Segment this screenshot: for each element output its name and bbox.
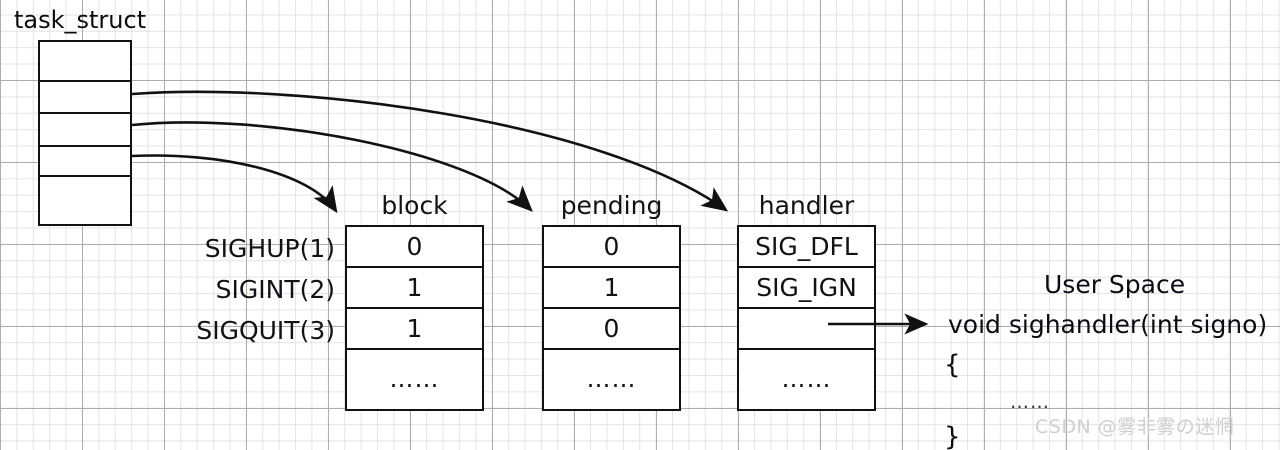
code-brace-open: { xyxy=(944,350,961,380)
pending-cell-1: 0 xyxy=(544,227,679,268)
signal-label-column: SIGHUP(1) SIGINT(2) SIGQUIT(3) xyxy=(120,228,335,351)
task-struct-box xyxy=(38,40,132,226)
handler-cell-ellipsis: …… xyxy=(781,365,832,393)
pending-cell-3: 0 xyxy=(544,309,679,350)
signal-label-sigquit: SIGQUIT(3) xyxy=(196,316,335,345)
table-header-handler: handler xyxy=(758,191,855,220)
pending-table: 0 1 0 …… xyxy=(542,225,681,411)
sighandler-signature: void sighandler(int signo) xyxy=(948,310,1268,339)
handler-cell-1: SIG_DFL xyxy=(739,227,874,268)
code-brace-close: } xyxy=(944,422,961,450)
pending-cell-2: 1 xyxy=(544,268,679,309)
pending-cell-ellipsis: …… xyxy=(586,365,637,393)
block-cell-3: 1 xyxy=(347,309,482,350)
signal-label-sighup: SIGHUP(1) xyxy=(204,234,335,263)
code-body-ellipsis: …… xyxy=(1010,391,1050,413)
task-struct-row-4 xyxy=(40,147,130,177)
handler-cell-2: SIG_IGN xyxy=(739,268,874,309)
handler-cell-3 xyxy=(739,309,874,350)
task-struct-row-5 xyxy=(40,177,130,224)
signal-label-sigint: SIGINT(2) xyxy=(215,275,335,304)
block-cell-1: 0 xyxy=(347,227,482,268)
task-struct-row-1 xyxy=(40,42,130,82)
handler-table: SIG_DFL SIG_IGN …… xyxy=(737,225,876,411)
block-table: 0 1 1 …… xyxy=(345,225,484,411)
arrow-struct-to-block xyxy=(131,154,338,214)
task-struct-row-2 xyxy=(40,82,130,114)
csdn-watermark: CSDN @雾非雾の迷惘 xyxy=(1035,416,1235,438)
task-struct-row-3 xyxy=(40,114,130,147)
block-cell-2: 1 xyxy=(347,268,482,309)
table-header-pending: pending xyxy=(560,191,663,220)
page-title: task_struct xyxy=(14,6,147,34)
block-cell-ellipsis: …… xyxy=(389,365,440,393)
table-header-block: block xyxy=(381,191,448,220)
user-space-title: User Space xyxy=(1044,270,1186,299)
